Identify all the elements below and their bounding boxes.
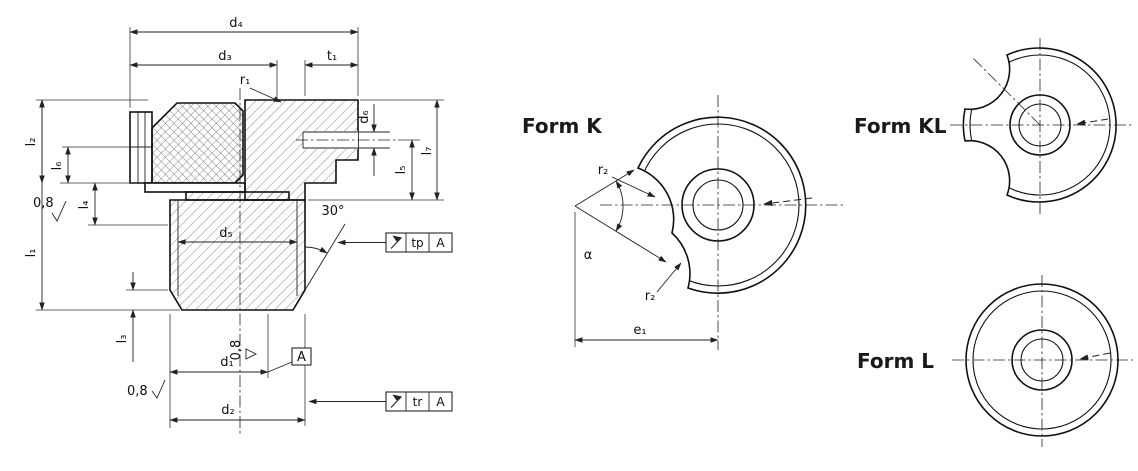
dim-label-r1: r₁: [240, 73, 251, 88]
threaded-shank: [169, 199, 306, 311]
datum-label: A: [297, 350, 306, 365]
runout-frame-tr: [385, 391, 453, 412]
dim-label-d2: d₂: [221, 403, 234, 418]
roughness-check-icon: [245, 348, 258, 360]
dim-label-d4: d₄: [229, 16, 242, 31]
dim-label-d1: d₁: [220, 355, 233, 370]
view-direction-arrow: [763, 197, 813, 207]
dim-label-l1: l₁: [24, 249, 39, 258]
radial-hole: [303, 131, 358, 149]
runout-arrow-icon: [390, 237, 402, 249]
dim-label-l6: l₆: [50, 162, 65, 171]
view-direction-arrow: [1076, 118, 1109, 126]
angle-label-alpha: α: [584, 248, 593, 263]
dim-label-e1: e₁: [633, 323, 646, 338]
form-l-label: Form L: [857, 349, 934, 373]
leader-r2-upper: [611, 176, 656, 198]
neck-groove: [185, 191, 290, 201]
section-view: d₄ d₃ t₁ r₁ d₆ l₅ l₇ l₂ l₆ l₄ l₁ 0,8 d₅ …: [24, 16, 453, 434]
head-section: [244, 99, 359, 201]
angle-label-30: 30°: [321, 204, 344, 219]
runout-tr-label: tr: [413, 395, 423, 409]
dim-label-d6: d₆: [357, 110, 372, 123]
leader-r2-lower: [656, 262, 682, 293]
dimension-lines: [39, 29, 440, 423]
head-flange-lip: [144, 182, 246, 193]
surface-finish-symbols: [51, 200, 258, 399]
runout-frame-tp: [385, 232, 453, 253]
runout-tr-datum: A: [436, 395, 445, 409]
dim-label-r2-upper: r₂: [598, 163, 609, 178]
runout-tp-label: tp: [411, 236, 423, 250]
chamfer-extension-line: [304, 223, 346, 291]
part-geometry: [129, 88, 398, 434]
leader-r1: [249, 87, 282, 103]
dim-label-d3: d₃: [218, 49, 231, 64]
runout-flag-icon: [392, 394, 402, 401]
runout-arrow-icon: [390, 396, 402, 408]
angle-arc-30: [304, 246, 328, 254]
roughness-check-icon: [151, 379, 166, 399]
roughness-label: 0,8: [229, 340, 244, 361]
notch-centerline: [971, 56, 1041, 126]
roughness-check-icon: [51, 200, 67, 222]
form-kl-view: Form KL: [854, 38, 1133, 215]
dim-label-l5: l₅: [394, 166, 409, 175]
dim-label-d5: d₅: [219, 226, 232, 241]
roughness-label: 0,8: [127, 384, 148, 399]
dim-label-l3: l₃: [115, 335, 130, 344]
form-k-label: Form K: [522, 114, 603, 138]
dim-label-t1: t₁: [327, 49, 337, 64]
form-l-view: Form L: [857, 275, 1133, 447]
knurled-grip: [151, 102, 244, 184]
dim-label-r2-lower: r₂: [645, 289, 656, 304]
dim-label-l7: l₇: [420, 147, 435, 156]
view-direction-arrow: [1079, 352, 1111, 361]
datum-frame: [267, 347, 312, 373]
roughness-label: 0,8: [33, 196, 54, 211]
form-k-view: Form K r₂ α r₂ e₁: [522, 95, 845, 350]
angle-arc-alpha: [615, 180, 624, 232]
head-rim: [129, 111, 153, 184]
dim-label-l2: l₂: [24, 138, 39, 147]
runout-tp-datum: A: [436, 236, 445, 250]
dim-label-l4: l₄: [77, 201, 92, 210]
runout-flag-icon: [392, 235, 402, 242]
form-kl-label: Form KL: [854, 114, 947, 138]
